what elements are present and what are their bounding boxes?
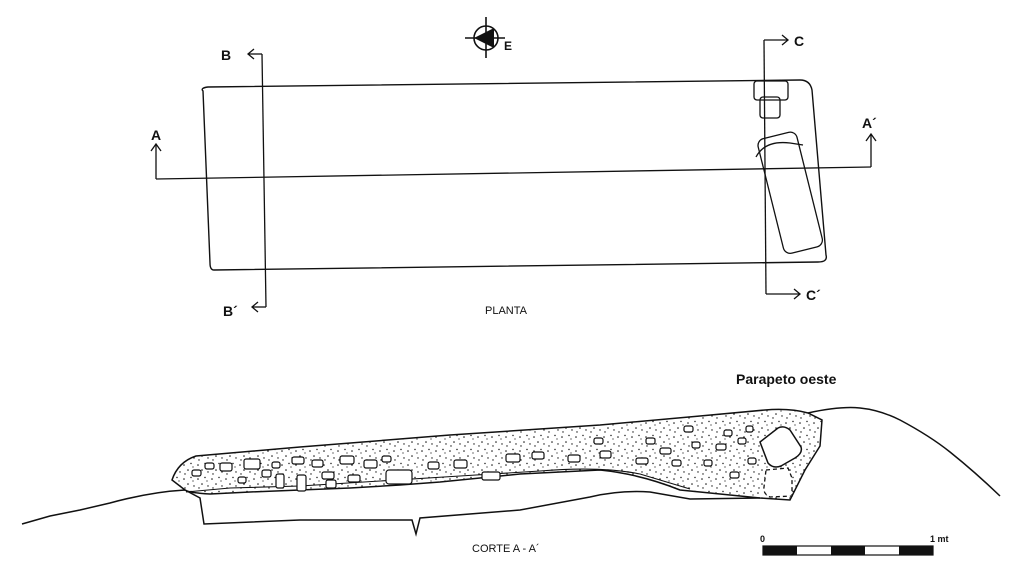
plan-view: A A´ B B´ C C´ PLANTA: [150, 33, 877, 319]
section-c-end-label: C´: [806, 287, 821, 303]
parapet-stone-lower: [763, 467, 793, 498]
section-line-c: C C´: [763, 33, 821, 303]
plan-stone-curve: [755, 141, 804, 158]
parapet-annotation: Parapeto oeste: [736, 371, 837, 387]
plan-stone-long: [757, 131, 824, 254]
profile-title: CORTE A - A´: [472, 543, 540, 555]
section-a-end-label: A´: [862, 115, 877, 131]
plan-stone-square: [759, 96, 781, 119]
plan-outline: [201, 79, 828, 271]
profile-stones: [191, 425, 757, 492]
section-b-end-label: B´: [223, 303, 238, 319]
section-profile: Parapeto oeste CORTE A - A´: [21, 371, 1001, 555]
section-line-b: B B´: [221, 47, 267, 319]
section-line-a: A A´: [150, 115, 877, 180]
section-c-start-label: C: [794, 33, 804, 49]
plan-title: PLANTA: [485, 305, 528, 317]
ground-surface-line: [21, 489, 761, 537]
north-arrow: E: [465, 17, 512, 58]
parapet-stone-upper: [759, 426, 803, 468]
north-arrow-label: E: [504, 39, 512, 53]
plan-stone-small: [753, 80, 789, 101]
section-b-start-label: B: [221, 47, 231, 63]
hill-slope-line: [807, 406, 1001, 497]
scale-bar: 0 1 mt: [760, 534, 949, 556]
scale-start-label: 0: [760, 534, 765, 544]
section-a-start-label: A: [151, 127, 161, 143]
scale-end-label: 1 mt: [930, 534, 949, 544]
